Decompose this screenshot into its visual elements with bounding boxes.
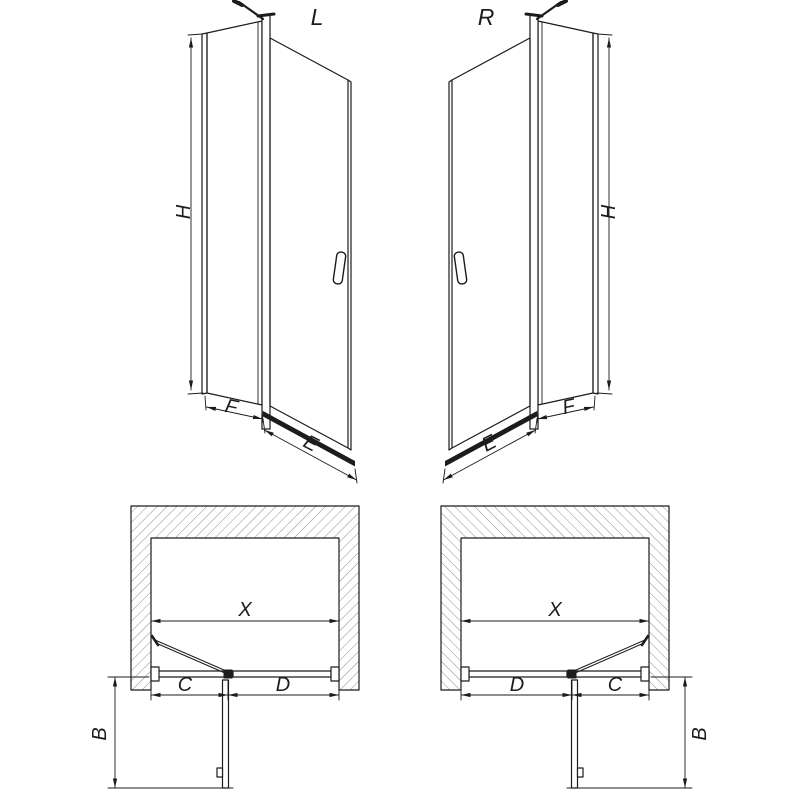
door-projection-label-left-plan: B — [89, 727, 111, 740]
plan-view-right — [441, 506, 692, 788]
fixed-panel-label-right-plan: C — [608, 674, 623, 696]
plan-view-left — [108, 506, 359, 788]
variant-label-left: L — [311, 4, 324, 30]
height-dim-label-left: H — [173, 204, 195, 219]
height-dim-label-right: H — [598, 204, 620, 219]
door-panel-label-right-plan: D — [510, 674, 524, 696]
variant-label-right: R — [478, 4, 495, 30]
fixed-width-dim-label-left: F — [223, 395, 241, 419]
door-projection-label-right-plan: B — [689, 727, 711, 740]
perspective-view-left — [188, 1, 357, 483]
perspective-view-right — [443, 1, 612, 483]
opening-width-label-right-plan: X — [547, 599, 562, 621]
opening-width-label-left-plan: X — [237, 599, 252, 621]
fixed-width-dim-label-right: F — [560, 395, 578, 419]
fixed-panel-label-left-plan: C — [178, 674, 193, 696]
door-panel-label-left-plan: D — [276, 674, 290, 696]
